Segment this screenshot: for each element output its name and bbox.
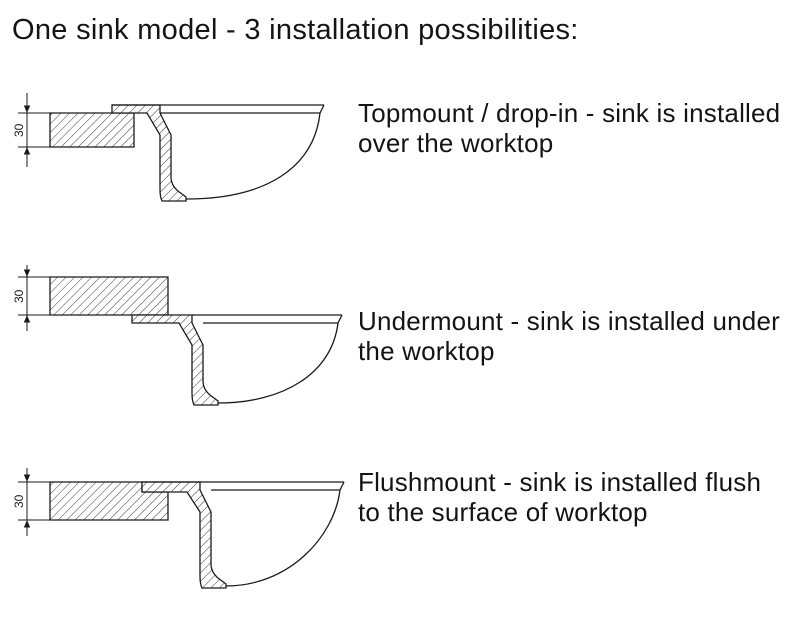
dimension-30: 30 — [12, 265, 52, 331]
sink-cross-section — [132, 315, 342, 405]
bowl-arc — [186, 113, 320, 199]
rim-edge-line — [340, 482, 344, 490]
worktop-cross-section — [50, 277, 168, 315]
arrow-up-icon — [23, 520, 31, 528]
bowl-arc — [218, 323, 338, 403]
topmount-section-svg: 30 — [12, 77, 352, 217]
dimension-label: 30 — [12, 289, 26, 303]
sink-cross-section — [112, 105, 324, 201]
dimension-30: 30 — [12, 93, 52, 167]
sink-wall — [132, 315, 218, 405]
page: One sink model - 3 installation possibil… — [12, 14, 800, 596]
arrow-up-icon — [23, 315, 31, 323]
installation-row-flushmount: 30 Flushmount - sink is installed flush … — [12, 464, 800, 596]
installation-row-topmount: 30 Topmount / drop-in - sink is installe… — [12, 77, 800, 217]
worktop-cross-section — [50, 113, 134, 147]
undermount-caption: Undermount - sink is installed under the… — [358, 306, 780, 366]
rim-edge-line — [320, 105, 324, 113]
topmount-drawing: 30 — [12, 77, 352, 217]
installation-row-undermount: 30 Undermount - sink is installed under … — [12, 263, 800, 418]
flushmount-drawing: 30 — [12, 464, 352, 596]
flushmount-section-svg: 30 — [12, 464, 352, 596]
rim-edge-line — [338, 315, 342, 323]
page-title: One sink model - 3 installation possibil… — [12, 14, 579, 46]
arrow-down-icon — [23, 105, 31, 113]
undermount-drawing: 30 — [12, 263, 352, 418]
sink-cross-section — [142, 482, 344, 588]
arrow-down-icon — [23, 269, 31, 277]
flushmount-caption: Flushmount - sink is installed flush to … — [358, 467, 762, 527]
dimension-30: 30 — [12, 468, 52, 536]
arrow-up-icon — [23, 147, 31, 155]
undermount-section-svg: 30 — [12, 263, 352, 418]
dimension-label: 30 — [12, 494, 26, 508]
bowl-arc — [226, 490, 340, 586]
arrow-down-icon — [23, 474, 31, 482]
dimension-label: 30 — [12, 123, 26, 137]
topmount-caption: Topmount / drop-in - sink is installed o… — [358, 98, 781, 158]
